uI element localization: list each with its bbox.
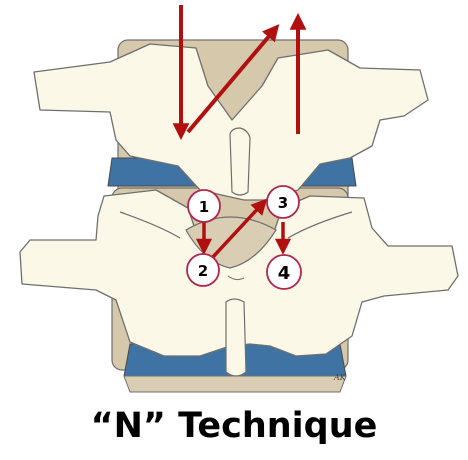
step-marker-2: 2	[187, 254, 219, 286]
step-marker-1: 1	[188, 190, 220, 222]
artist-signature: AK	[333, 373, 347, 382]
step-number-2: 2	[198, 262, 208, 280]
step-number-1: 1	[199, 198, 209, 216]
spine-illustration: 1 2 3 4 AK	[0, 0, 468, 400]
step-number-3: 3	[278, 194, 288, 212]
step-marker-3: 3	[267, 186, 299, 218]
lower-vertebra	[20, 190, 458, 376]
step-marker-4: 4	[267, 255, 301, 289]
step-number-4: 4	[278, 263, 291, 284]
figure-caption: “N” Technique	[0, 398, 468, 454]
